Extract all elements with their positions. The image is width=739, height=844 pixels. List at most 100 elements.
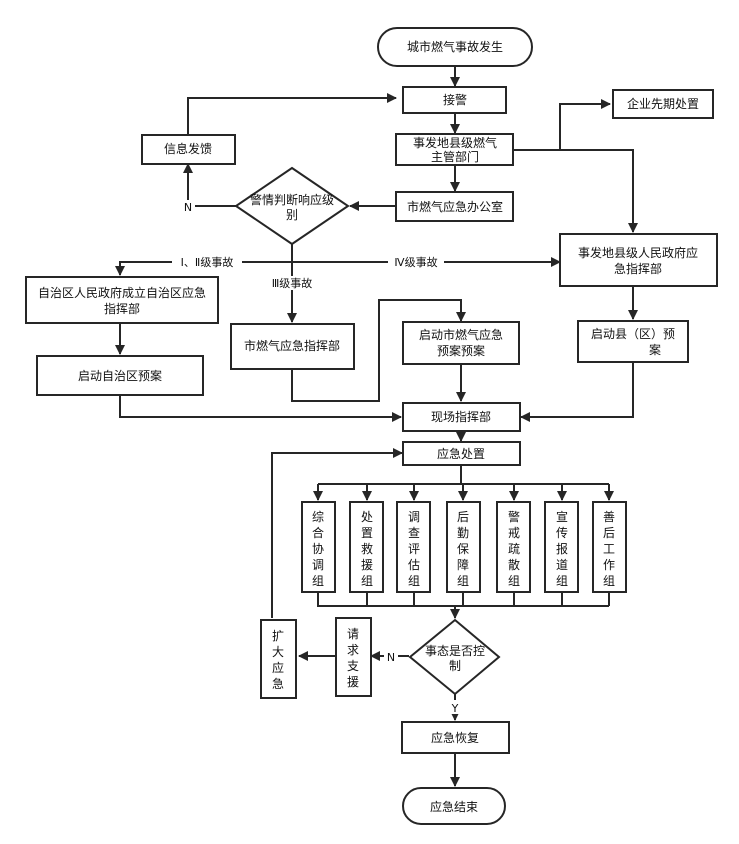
node-request: 请 求 支 援 [335,617,372,697]
node-county-gov-label-2: 急指挥部 [614,261,662,276]
node-group-6: 宣 传 报 道 组 [544,501,579,593]
node-jiejing: 接警 [402,86,507,114]
group-7-char-3: 工 [603,542,615,556]
group-6-char-5: 组 [556,574,568,588]
group-3-char-1: 调 [408,510,420,524]
group-1-char-2: 合 [312,525,324,540]
node-start-region: 启动自治区预案 [36,355,204,396]
node-enterprise-label: 企业先期处置 [627,96,699,111]
group-1-char-1: 综 [312,510,324,524]
request-char-1: 请 [347,627,359,641]
node-recover-label: 应急恢复 [431,730,479,745]
group-4-char-3: 保 [457,542,469,556]
node-county-gov-label-1: 事发地县级人民政府应 [578,245,698,260]
group-2-char-3: 救 [361,541,373,556]
group-2-char-2: 置 [361,526,373,540]
node-expand: 扩 大 应 急 [260,619,297,699]
node-region-cmd: 自治区人民政府成立自治区应急 指挥部 [25,276,219,324]
label-bg-level4 [388,255,444,269]
node-start-county-label-2: 案 [649,342,661,357]
node-group-1: 综 合 协 调 组 [301,501,336,593]
expand-char-2: 大 [272,645,284,659]
expand-char-1: 扩 [272,629,284,643]
edge-dept-to-enterprise [513,99,611,151]
node-end: 应急结束 [402,787,506,825]
edge-label-level12: Ⅰ、Ⅱ级事故 [181,255,234,269]
group-2-char-1: 处 [361,510,373,524]
edge-expand-to-response [271,448,403,618]
node-decision-control-label-2: 制 [449,659,461,673]
node-group-7: 善 后 工 作 组 [592,501,627,593]
edge-decision-to-feedback [183,163,237,207]
group-5-char-1: 警 [508,509,520,524]
group-6-char-2: 传 [556,525,568,540]
node-decision-level-label-1: 警情判断响应级 [250,192,334,207]
label-bg-level12 [172,255,242,269]
node-start-region-label: 启动自治区预案 [78,368,162,383]
group-7-char-2: 后 [603,526,615,540]
node-county-dept-label-2: 主管部门 [431,149,479,164]
node-city-cmd: 市燃气应急指挥部 [230,323,355,370]
node-group-4: 后 勤 保 障 组 [446,501,481,593]
node-end-label: 应急结束 [430,799,478,814]
node-region-cmd-label-1: 自治区人民政府成立自治区应急 [38,285,206,300]
group-5-char-2: 戒 [508,526,520,540]
node-field-cmd-label: 现场指挥部 [431,409,491,424]
group-1-char-3: 协 [312,541,324,556]
edge-start-region-to-field [119,395,402,422]
group-3-char-4: 估 [408,558,420,572]
node-feedback: 信息发馈 [141,134,236,165]
node-feedback-label: 信息发馈 [164,141,212,156]
node-jiejing-label: 接警 [443,92,467,107]
label-bg-level3 [264,276,320,290]
node-group-2: 处 置 救 援 组 [349,501,384,593]
group-4-char-5: 组 [457,574,469,588]
node-start-label: 城市燃气事故发生 [407,39,503,54]
group-1-char-4: 调 [312,558,324,572]
node-city-office: 市燃气应急办公室 [395,191,514,222]
node-group-3: 调 查 评 估 组 [396,501,431,593]
group-5-char-4: 散 [508,557,520,572]
edge-start-county-to-field [520,362,634,422]
expand-char-4: 急 [272,676,284,691]
label-bg-n2 [384,649,398,663]
node-start-city-label-2: 预案预案 [437,343,485,358]
node-decision-level-label-2: 别 [286,208,298,222]
group-6-char-1: 宣 [556,509,568,524]
node-county-dept: 事发地县级燃气 主管部门 [395,133,514,166]
group-7-char-1: 善 [603,509,615,524]
group-4-char-4: 障 [457,557,469,572]
node-field-cmd: 现场指挥部 [402,402,521,432]
group-6-char-4: 道 [556,558,568,572]
node-county-gov: 事发地县级人民政府应 急指挥部 [559,233,718,287]
edge-label-level3: Ⅲ级事故 [272,276,313,290]
node-start-city: 启动市燃气应急 预案预案 [402,321,520,365]
edge-label-level4: Ⅳ级事故 [394,255,437,269]
node-start-county-label-1: 启动县（区）预 [591,327,675,341]
group-7-char-4: 作 [603,558,615,572]
group-3-char-2: 查 [408,526,420,540]
node-decision-control: 事态是否控 制 [408,618,501,696]
label-bg-y [448,700,462,714]
group-4-char-1: 后 [457,510,469,524]
edge-feedback-to-jiejing [187,93,397,135]
group-5-char-5: 组 [508,574,520,588]
node-start-city-label-1: 启动市燃气应急 [419,327,503,342]
group-1-char-5: 组 [312,574,324,588]
request-char-2: 求 [347,643,359,657]
node-start: 城市燃气事故发生 [377,27,533,67]
edge-city-cmd-to-start-city [291,299,466,402]
edge-response-bus [318,465,609,485]
node-decision-control-label-1: 事态是否控 [425,644,485,658]
node-city-cmd-label: 市燃气应急指挥部 [244,338,340,353]
node-recover: 应急恢复 [401,721,510,754]
node-county-dept-label-1: 事发地县级燃气 [413,135,497,150]
edge-dept-to-county-gov [513,149,638,233]
group-5-char-3: 疏 [508,541,520,556]
node-response-label: 应急处置 [437,446,485,461]
request-char-3: 支 [347,659,359,673]
node-region-cmd-label-2: 指挥部 [104,301,140,316]
edge-label-n1: N [184,201,192,214]
